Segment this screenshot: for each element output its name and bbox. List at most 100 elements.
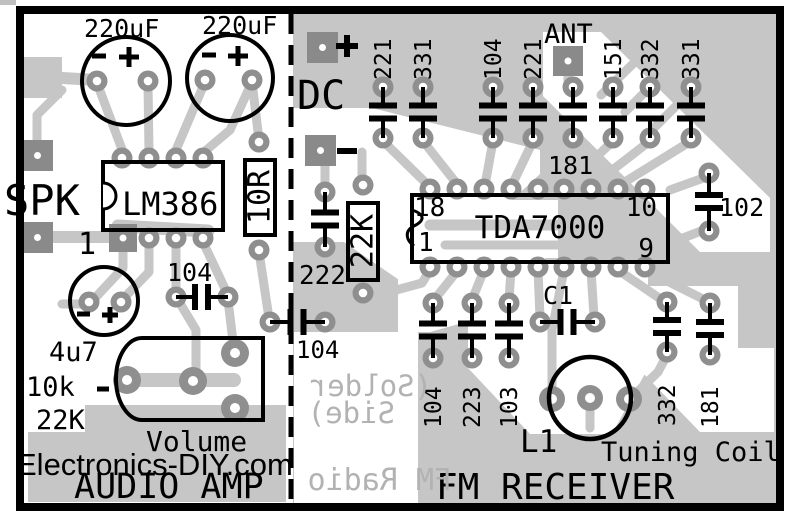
capacitor-symbol — [495, 303, 523, 358]
pin18-label: 18 — [414, 193, 445, 223]
tda7000-notch — [405, 208, 424, 248]
topcap-331-label: 331 — [411, 38, 437, 80]
capacitor-symbol — [559, 87, 587, 138]
cap2-value-label: 220uF — [202, 11, 277, 40]
cap-4u7-label: 4u7 — [49, 337, 98, 368]
capacitor-symbol — [479, 87, 507, 138]
tuning-coil-label: Tuning Coil — [601, 437, 780, 468]
capacitor-symbol — [369, 87, 397, 138]
square-pad — [553, 46, 583, 76]
resistor-22k-outline — [346, 201, 380, 282]
solder-pad — [221, 339, 249, 367]
solder-pad — [111, 147, 133, 169]
solder-pad — [138, 227, 160, 249]
capacitor-symbol — [636, 87, 664, 138]
solder-pad — [473, 256, 495, 278]
resistor-22k-label: 22K — [346, 214, 381, 268]
solder-pad — [86, 70, 108, 92]
botcap-181-label: 181 — [698, 386, 724, 428]
board-border — [16, 6, 784, 511]
botcap-104-label: 104 — [421, 386, 447, 428]
topcap-221b-label: 221 — [521, 38, 547, 80]
botcap-103-label: 103 — [497, 386, 523, 428]
fm-receiver-title: FM RECEIVER — [436, 467, 675, 508]
topcap-331b-label: 331 — [679, 38, 705, 80]
capacitor-symbol — [540, 309, 595, 335]
cap-102-label: 102 — [719, 193, 764, 222]
solder-pad — [352, 174, 374, 196]
edge-artifact — [0, 0, 16, 5]
volume-pot-outline — [114, 336, 265, 422]
capacitor-symbol — [270, 309, 325, 335]
solder-pad — [110, 291, 132, 313]
cap1-value-label: 220uF — [84, 14, 159, 43]
pin10-label: 10 — [626, 193, 657, 223]
capacitor-symbols — [176, 87, 724, 358]
mirror-fm-radio-text: FM Radio — [308, 463, 453, 498]
topcap-151-label: 151 — [601, 38, 627, 80]
solder-pad — [165, 227, 187, 249]
solder-pad — [607, 256, 629, 278]
solder-pad — [248, 239, 270, 261]
resistor-10r-label: 10R — [243, 169, 278, 224]
lm386-pin1-label: 1 — [78, 227, 96, 262]
square-pad — [22, 140, 53, 171]
capacitor-symbol — [311, 192, 339, 247]
antenna-label: ANT — [544, 19, 593, 50]
solder-pad — [580, 256, 602, 278]
botcap-223-label: 223 — [460, 386, 486, 428]
cap-222-label: 222 — [299, 261, 346, 291]
solder-pad — [527, 256, 549, 278]
topcap-104-label: 104 — [481, 38, 507, 80]
mirror-solder-text: (Solder — [310, 369, 432, 403]
solder-pad — [553, 256, 575, 278]
volume-label: Volume — [146, 425, 247, 458]
solder-pad — [78, 291, 100, 313]
silkscreen-labels: 220uF 220uF SPK LM386 10R 1 104 4u7 10k … — [4, 11, 780, 508]
c1-label: C1 — [543, 281, 573, 310]
capacitor-symbol — [519, 87, 547, 138]
pin1-label: 1 — [418, 228, 434, 258]
solder-pad — [241, 69, 263, 91]
solder-pad — [192, 227, 214, 249]
resistor-10r-outline — [243, 158, 277, 237]
capacitor-symbol — [677, 87, 705, 138]
electrolytic-cap1-outline — [80, 35, 172, 127]
solder-pad — [352, 282, 374, 304]
tuning-coil-outline — [546, 354, 634, 442]
site-label: Electronics-DIY.com — [16, 447, 293, 482]
tda7000-label: TDA7000 — [475, 210, 606, 246]
capacitor-symbol — [409, 87, 437, 138]
solder-pad — [248, 131, 270, 153]
solder-pad — [165, 147, 187, 169]
cap-104-bridge-label: 104 — [296, 336, 339, 364]
capacitor-symbol — [599, 87, 627, 138]
capacitor-symbol — [419, 303, 447, 358]
mirror-side-text: Side) — [308, 396, 395, 430]
solder-pad — [179, 367, 207, 395]
capacitor-symbol — [176, 284, 228, 310]
cap-104-audio-label: 104 — [167, 258, 212, 287]
audio-amp-title: AUDIO AMP — [74, 467, 264, 507]
pot-10k-label: 10k — [26, 372, 75, 403]
l1-label: L1 — [520, 424, 557, 460]
dc-label: DC — [297, 73, 345, 119]
solder-pad — [221, 394, 249, 422]
capacitor-symbol — [695, 173, 723, 231]
topcap-221-label: 221 — [371, 38, 397, 80]
lm386-label: LM386 — [122, 185, 218, 223]
component-outlines — [68, 33, 670, 442]
capacitor-symbol — [458, 303, 486, 358]
botcap-332-label: 332 — [655, 384, 681, 426]
res-22k-audio-label: 22K — [36, 405, 86, 436]
cap-4u7-outline — [68, 265, 140, 337]
electrolytic-cap2-outline — [185, 33, 275, 123]
solder-pad — [192, 147, 214, 169]
square-pad — [307, 32, 338, 63]
solder-pad — [138, 147, 160, 169]
lm386-notch — [102, 181, 118, 211]
speaker-label: SPK — [4, 176, 81, 225]
solder-pad — [137, 70, 159, 92]
